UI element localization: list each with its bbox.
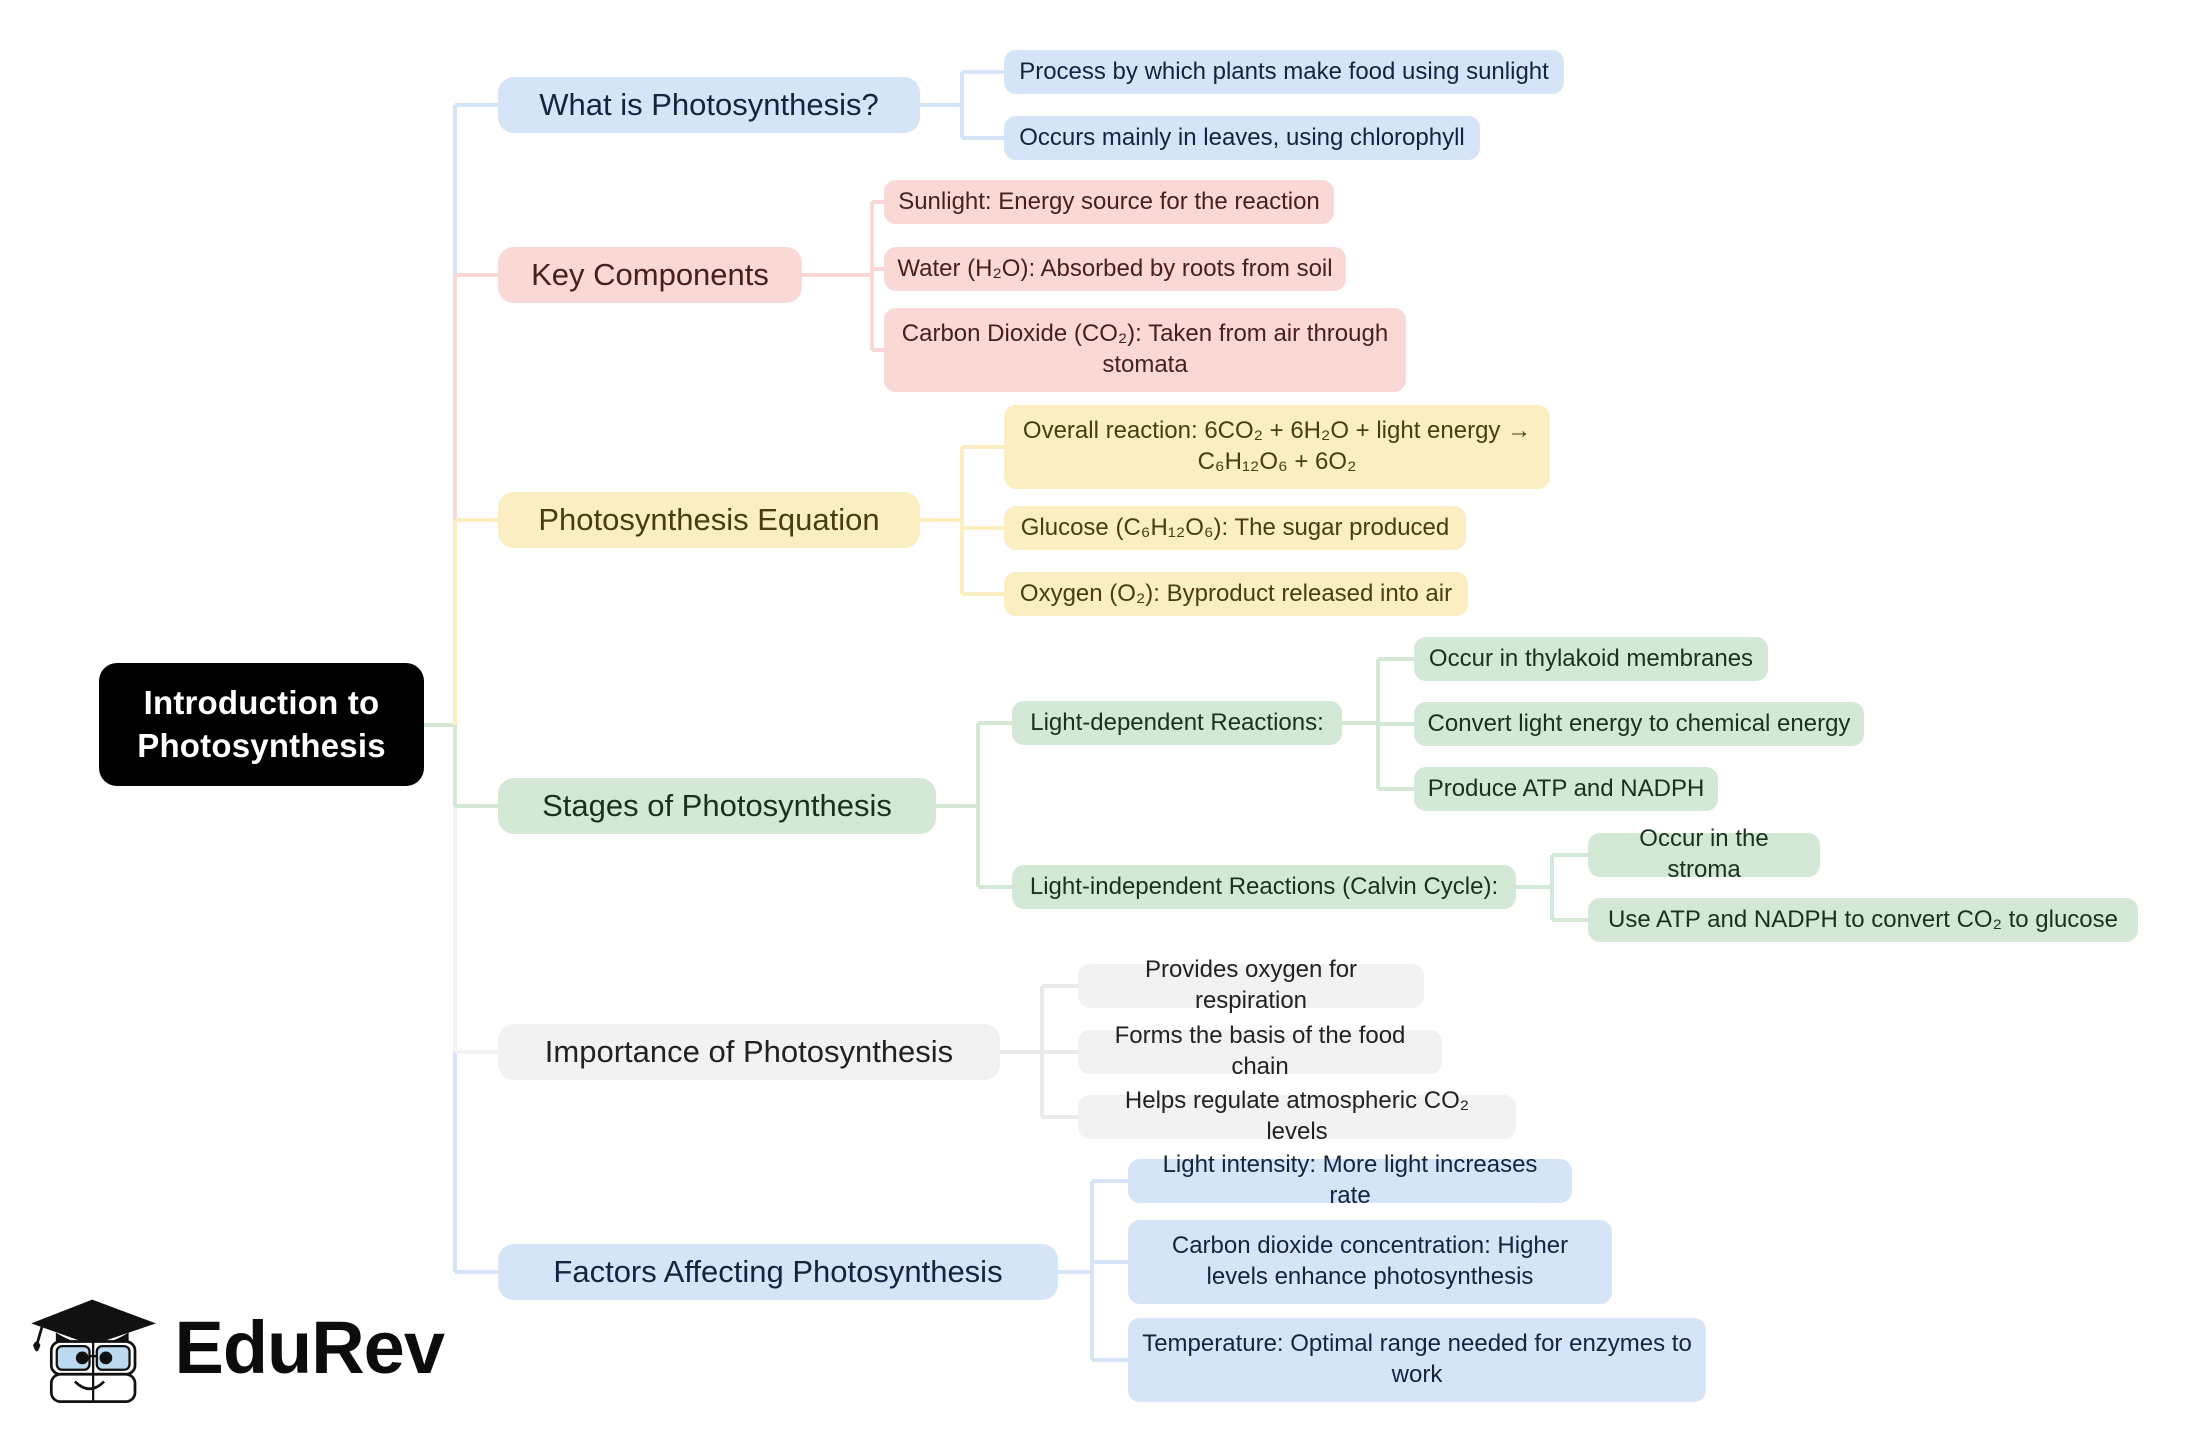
leaf-oxygen[interactable]: Oxygen (O₂): Byproduct released into air [1004,572,1468,616]
leaf-label: Convert light energy to chemical energy [1427,709,1851,737]
topic-what-is-photosynthesis[interactable]: What is Photosynthesis? [498,77,920,133]
leaf-label: Light-dependent Reactions: [1030,708,1324,736]
leaf-food-chain-basis[interactable]: Forms the basis of the food chain [1078,1022,1442,1080]
leaf-label: Occurs mainly in leaves, using chlorophy… [1019,123,1465,151]
leaf-co2-concentration[interactable]: Carbon dioxide concentration: Higher lev… [1128,1220,1612,1304]
leaf-regulate-co2-levels[interactable]: Helps regulate atmospheric CO₂ levels [1078,1087,1516,1145]
leaf-produce-atp-nadph[interactable]: Produce ATP and NADPH [1414,767,1718,811]
leaf-occur-in-stroma[interactable]: Occur in the stroma [1588,825,1820,883]
edurev-logo: EduRev [24,1283,445,1411]
leaf-light-intensity[interactable]: Light intensity: More light increases ra… [1128,1151,1572,1209]
subtopic-light-independent-reactions[interactable]: Light-independent Reactions (Calvin Cycl… [1012,865,1516,909]
edurev-wordmark: EduRev [174,1305,445,1389]
subtopic-light-dependent-reactions[interactable]: Light-dependent Reactions: [1012,701,1342,745]
leaf-use-atp-nadph-convert[interactable]: Use ATP and NADPH to convert CO₂ to gluc… [1588,898,2138,942]
topic-label: Importance of Photosynthesis [544,1034,954,1070]
topic-photosynthesis-equation[interactable]: Photosynthesis Equation [498,492,920,548]
leaf-label: Provides oxygen for respiration [1144,956,1364,1014]
topic-label: Photosynthesis Equation [538,502,880,538]
leaf-glucose[interactable]: Glucose (C₆H₁₂O₆): The sugar produced [1004,506,1466,550]
leaf-temperature[interactable]: Temperature: Optimal range needed for en… [1128,1318,1706,1402]
topic-key-components[interactable]: Key Components [498,247,802,303]
leaf-label: Produce ATP and NADPH [1427,774,1705,802]
leaf-label: Sunlight: Energy source for the reaction [898,187,1320,215]
leaf-thylakoid-membranes[interactable]: Occur in thylakoid membranes [1414,637,1768,681]
leaf-label: Carbon Dioxide (CO₂): Taken from air thr… [901,320,1395,378]
leaf-sunlight[interactable]: Sunlight: Energy source for the reaction [884,180,1334,224]
leaf-convert-light-energy[interactable]: Convert light energy to chemical energy [1414,702,1864,746]
leaf-label: Water (H₂O): Absorbed by roots from soil [897,254,1333,282]
leaf-label: Carbon dioxide concentration: Higher lev… [1171,1232,1575,1290]
leaf-label: Temperature: Optimal range needed for en… [1142,1330,1699,1388]
leaf-occurs-in-leaves[interactable]: Occurs mainly in leaves, using chlorophy… [1004,116,1480,160]
leaf-label: Light intensity: More light increases ra… [1162,1151,1545,1209]
leaf-label: Oxygen (O₂): Byproduct released into air [1019,579,1453,607]
leaf-overall-reaction[interactable]: Overall reaction: 6CO₂ + 6H₂O + light en… [1004,405,1550,489]
topic-stages-of-photosynthesis[interactable]: Stages of Photosynthesis [498,778,936,834]
topic-importance-of-photosynthesis[interactable]: Importance of Photosynthesis [498,1024,1000,1080]
leaf-label: Forms the basis of the food chain [1114,1022,1413,1080]
leaf-carbon-dioxide[interactable]: Carbon Dioxide (CO₂): Taken from air thr… [884,308,1406,392]
topic-label: Factors Affecting Photosynthesis [553,1254,1003,1290]
leaf-label: Overall reaction: 6CO₂ + 6H₂O + light en… [1022,417,1538,475]
root-node[interactable]: Introduction to Photosynthesis [99,663,424,786]
leaf-label: Helps regulate atmospheric CO₂ levels [1124,1087,1476,1145]
leaf-process-definition[interactable]: Process by which plants make food using … [1004,50,1564,94]
leaf-label: Use ATP and NADPH to convert CO₂ to gluc… [1608,905,2118,933]
leaf-label: Occur in thylakoid membranes [1428,644,1754,672]
topic-label: Key Components [531,257,769,293]
topic-label: What is Photosynthesis? [539,87,879,123]
topic-factors-affecting-photosynthesis[interactable]: Factors Affecting Photosynthesis [498,1244,1058,1300]
leaf-provides-oxygen[interactable]: Provides oxygen for respiration [1078,956,1424,1014]
leaf-label: Process by which plants make food using … [1019,57,1549,85]
leaf-label: Light-independent Reactions (Calvin Cycl… [1029,872,1499,900]
leaf-water[interactable]: Water (H₂O): Absorbed by roots from soil [884,247,1346,291]
book-character-icon [31,1299,156,1403]
leaf-label: Glucose (C₆H₁₂O₆): The sugar produced [1020,513,1450,541]
root-label: Introduction to Photosynthesis [137,684,386,764]
leaf-label: Occur in the stroma [1639,825,1776,883]
topic-label: Stages of Photosynthesis [542,788,892,824]
